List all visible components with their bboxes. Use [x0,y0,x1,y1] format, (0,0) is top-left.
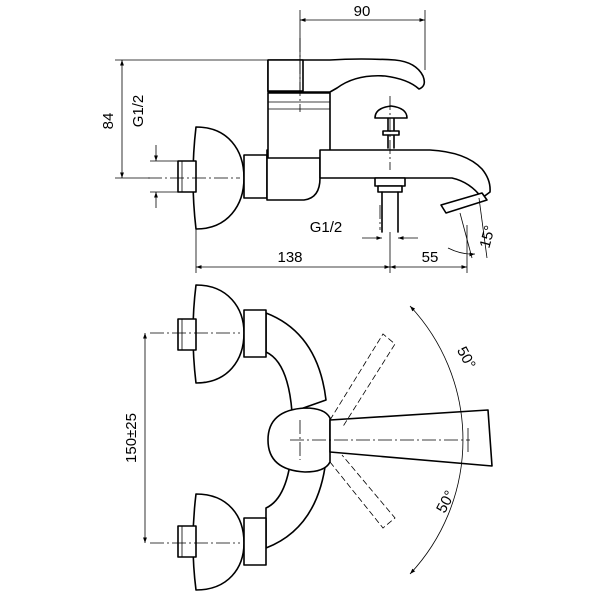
dim-inlet-spacing: 150±25 [123,333,147,543]
side-spout-tip [440,192,488,214]
dim-inlet-thread: G1/2 [130,95,178,208]
dim-label-50deg-upper: 50° [453,344,479,372]
dim-label-84: 84 [100,113,117,130]
top-view: 150±25 50° 50° [123,284,493,591]
top-spout-swivel-lower [329,454,396,529]
side-spout [319,149,491,199]
top-upper-inlet-stub [177,318,197,351]
dim-outlet-thread: G1/2 [310,219,418,240]
dim-label-50deg-lower: 50° [433,488,459,516]
dim-label-138: 138 [277,249,302,266]
side-eccentric-connector [243,154,268,199]
side-shower-outlet [374,177,406,233]
dim-spout-angle: 15° [447,197,499,259]
top-lower-rosette [192,493,245,591]
side-cartridge-housing [267,92,331,159]
side-diverter-knob [374,105,408,149]
side-inlet-stub [177,160,197,193]
dim-height: 84 [100,59,270,179]
dim-label-15deg: 15° [477,224,499,250]
dim-handle-width: 90 [299,3,426,70]
side-handle-lever [267,58,426,93]
dim-label-55: 55 [422,249,439,266]
top-spout-swivel-upper [329,333,396,429]
dim-label-inlet-g12: G1/2 [130,95,147,128]
top-lower-inlet-stub [177,525,197,558]
dim-label-150: 150±25 [123,413,140,463]
top-swivel-arc [409,305,464,575]
dim-label-outlet-g12: G1/2 [310,219,343,236]
dim-label-90: 90 [354,3,371,20]
dim-depth-and-reach: 138 55 [195,225,468,273]
side-view: 90 84 G1/2 G1/2 [100,3,499,273]
top-upper-rosette [192,284,245,384]
top-upper-arm [265,312,327,413]
